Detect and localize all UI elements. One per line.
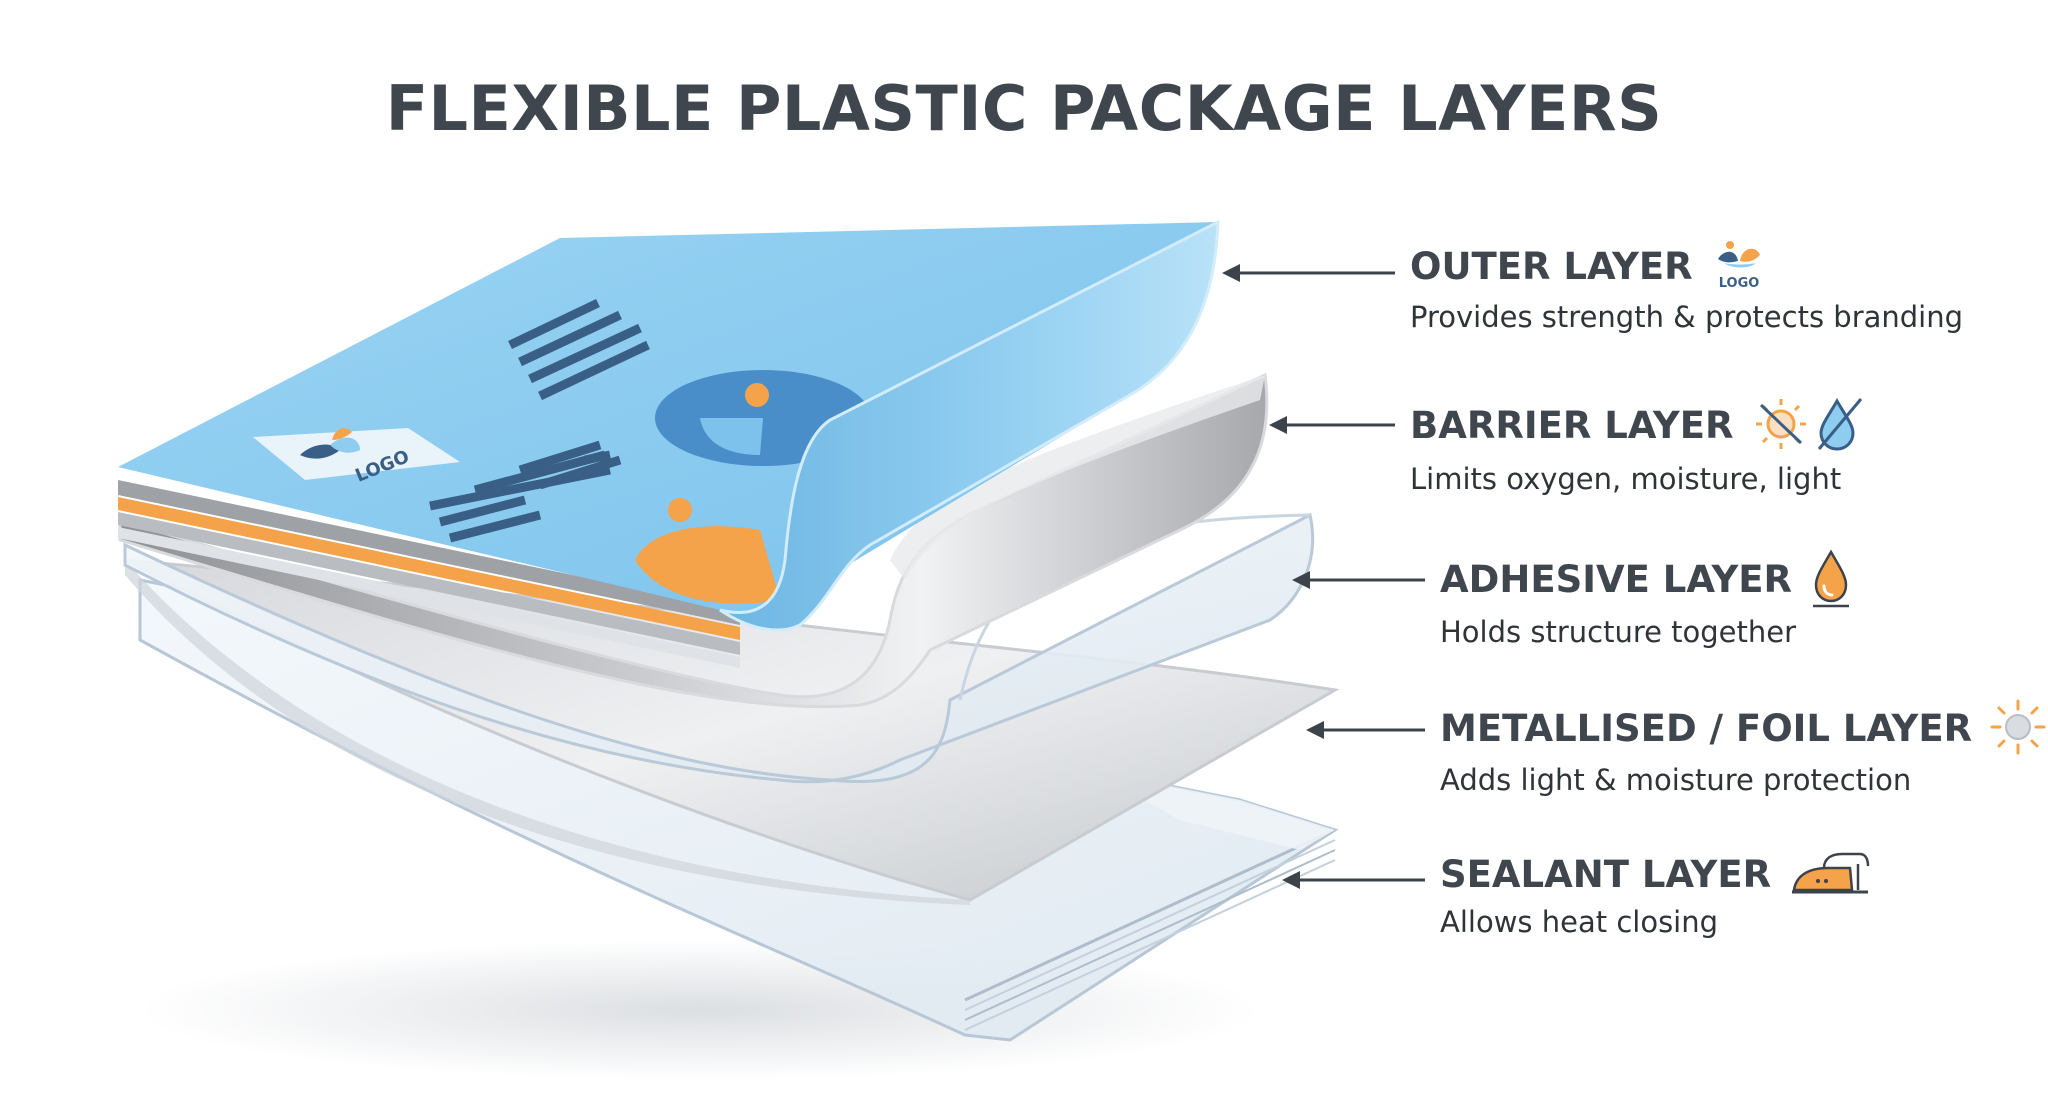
stack-edges xyxy=(118,480,740,668)
adhesive-layer-name: ADHESIVE LAYER xyxy=(1440,558,1793,601)
outer-layer-name: OUTER LAYER xyxy=(1410,245,1693,288)
adhesive-layer-label: ADHESIVE LAYER Holds structure together xyxy=(1440,548,1853,652)
pointer-arrows xyxy=(1222,264,1425,889)
orange-blob xyxy=(635,498,780,604)
lines-top xyxy=(508,298,650,401)
outer-layer-curl xyxy=(719,219,1220,632)
adhesive-layer-description: Holds structure together xyxy=(1440,615,1797,649)
arrow-sealant-layer xyxy=(1282,871,1425,889)
foil-layer-label: METALLISED / FOIL LAYER Adds light & moi… xyxy=(1440,698,2047,800)
no-sun-no-water-icon xyxy=(1751,393,1867,459)
barrier-layer-description: Limits oxygen, moisture, light xyxy=(1410,462,1842,496)
sealant-layer-name: SEALANT LAYER xyxy=(1440,853,1772,896)
barrier-layer-label: BARRIER LAYER Limits oxygen, moisture, l… xyxy=(1410,393,1867,499)
svg-text:LOGO: LOGO xyxy=(1718,276,1759,291)
sealant-layer-description: Allows heat closing xyxy=(1440,905,1719,939)
barrier-layer-name: BARRIER LAYER xyxy=(1410,404,1734,447)
iron-icon xyxy=(1788,848,1872,902)
arrow-adhesive-layer xyxy=(1292,571,1425,589)
lines-mid xyxy=(518,440,622,490)
outer-layer-label: OUTER LAYER LOGO Provides strength & pro… xyxy=(1410,237,1963,337)
logo-icon: LOGO xyxy=(1710,237,1768,297)
arrow-outer-layer xyxy=(1222,264,1395,282)
sealant-layer-label: SEALANT LAYER Allows heat closing xyxy=(1440,848,1872,942)
logo-card: LOGO xyxy=(253,428,460,487)
arrow-barrier-layer xyxy=(1269,416,1395,434)
arrow-foil-layer xyxy=(1306,721,1425,739)
barrier-layer-shape xyxy=(118,372,1269,709)
light-icon xyxy=(1989,698,2047,760)
foil-layer-name: METALLISED / FOIL LAYER xyxy=(1440,707,1973,750)
foil-layer-description: Adds light & moisture protection xyxy=(1440,763,1912,797)
outer-layer-description: Provides strength & protects branding xyxy=(1410,300,1964,334)
glue-drop-icon xyxy=(1809,548,1853,612)
page-title: FLEXIBLE PLASTIC PACKAGE LAYERS xyxy=(385,72,1663,145)
